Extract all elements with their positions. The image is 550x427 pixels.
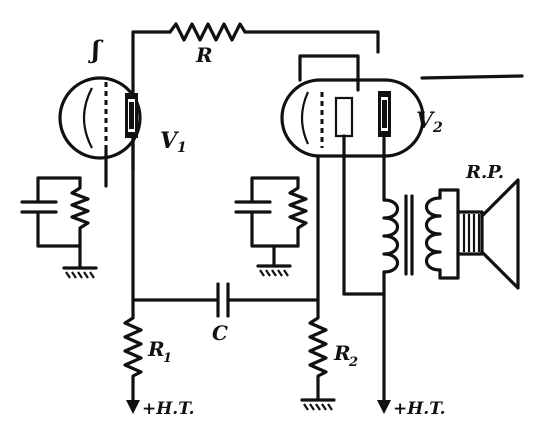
coupling-capacitor (131, 168, 320, 318)
svg-text:V: V (416, 108, 435, 134)
label-r2: R 2 (333, 341, 358, 370)
label-ht1: +H.T. (142, 399, 195, 419)
label-filament: ʃ (88, 35, 104, 64)
label-ht2: +H.T. (393, 399, 446, 419)
stray-mark (420, 74, 524, 80)
loudspeaker (456, 178, 520, 290)
v2-grid-network (234, 176, 308, 277)
resistor-r2 (300, 298, 336, 411)
label-c: C (212, 321, 228, 345)
svg-text:2: 2 (348, 355, 358, 370)
valve-v2 (280, 54, 425, 296)
label-r1: R 1 (147, 337, 172, 366)
resistor-r1 (123, 298, 143, 414)
resistor-r (168, 22, 247, 42)
label-v2: V 2 (416, 108, 443, 136)
label-v1: V 1 (160, 128, 187, 156)
label-rp: R.P. (465, 162, 504, 183)
svg-text:R: R (147, 337, 165, 361)
v1-grid-network (20, 176, 98, 279)
svg-text:1: 1 (163, 351, 172, 366)
svg-text:V: V (160, 128, 179, 154)
svg-text:1: 1 (177, 140, 187, 156)
svg-text:R: R (333, 341, 351, 365)
svg-text:2: 2 (432, 120, 443, 136)
output-transformer (342, 188, 460, 414)
valve-v1 (58, 76, 142, 188)
label-r: R (195, 43, 213, 67)
